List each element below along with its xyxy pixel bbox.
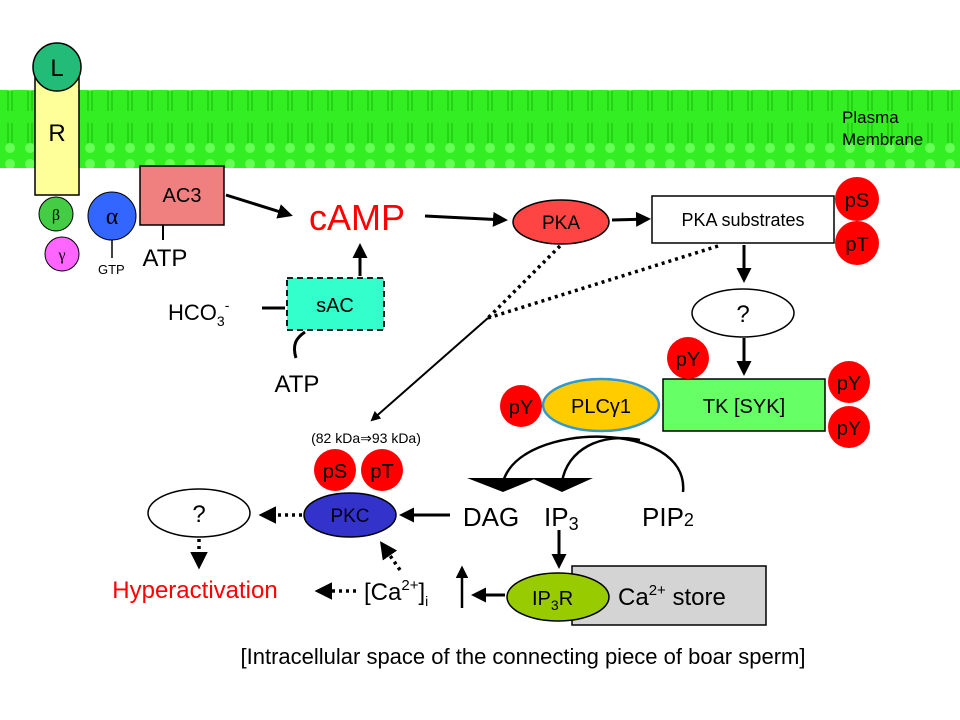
pkc-ellipse bbox=[303, 492, 397, 538]
atp-bottom-label: ATP bbox=[275, 371, 320, 398]
plc-py-label: pY bbox=[509, 397, 533, 419]
unknown-left-label: ? bbox=[192, 501, 205, 528]
pkc-ps-badge bbox=[314, 449, 356, 491]
pka-substrates-pt-badge bbox=[835, 221, 879, 265]
dag-label: DAG bbox=[463, 502, 519, 532]
ca-store-label: Ca2+ store bbox=[618, 582, 726, 611]
hyperactivation-label: Hyperactivation bbox=[112, 577, 277, 604]
arrow-junction-to-pkc bbox=[370, 317, 489, 422]
pka-substrates-ps-badge bbox=[835, 177, 879, 221]
plc-py-badge bbox=[500, 385, 542, 427]
tk-py-label-right1: pY bbox=[837, 373, 861, 395]
pka-substrates-ps-label: pS bbox=[845, 190, 869, 212]
tk-box bbox=[662, 378, 826, 432]
hco3-label: HCO3- bbox=[168, 297, 230, 329]
pkc-label: PKC bbox=[330, 506, 369, 527]
pka-ellipse bbox=[512, 199, 610, 245]
pip2-to-dag-curve bbox=[501, 435, 685, 493]
pka-substrates-label: PKA substrates bbox=[681, 210, 804, 230]
caption: [Intracellular space of the connecting p… bbox=[241, 644, 806, 669]
g-beta-label: β bbox=[52, 207, 60, 224]
g-gamma-circle bbox=[44, 236, 80, 272]
receptor-label: R bbox=[48, 120, 65, 147]
g-gamma-label: γ bbox=[57, 247, 65, 264]
gtp-label: GTP bbox=[98, 262, 125, 277]
arrow-ac3-to-camp bbox=[225, 193, 293, 219]
dotted-pka-to-junction bbox=[486, 244, 562, 320]
unknown-top-label: ? bbox=[736, 301, 749, 328]
arrow-camp-to-pka bbox=[424, 211, 508, 227]
arrow-pka-to-substrates bbox=[611, 211, 651, 227]
plc-label: PLCγ1 bbox=[571, 396, 631, 418]
pkc-pt-badge bbox=[361, 449, 403, 491]
g-beta-circle bbox=[38, 196, 74, 232]
pka-label: PKA bbox=[542, 213, 580, 234]
pkc-pt-label: pT bbox=[370, 461, 393, 483]
dotted-ca-to-pkc bbox=[380, 541, 402, 571]
g-alpha-label: α bbox=[106, 204, 119, 230]
tk-py-badge-right1 bbox=[828, 361, 870, 403]
membrane-label-line1: Plasma bbox=[842, 108, 899, 127]
plc-ellipse bbox=[541, 377, 661, 433]
unknown-top-ellipse bbox=[691, 288, 795, 338]
ip3-arrowhead bbox=[531, 478, 593, 492]
ligand-circle bbox=[32, 42, 82, 92]
ac3-box bbox=[139, 165, 225, 226]
tk-py-label-top: pY bbox=[676, 349, 700, 371]
tk-py-label-right2: pY bbox=[837, 418, 861, 440]
ip3-label: IP3 bbox=[544, 502, 579, 534]
receptor-box bbox=[34, 74, 80, 196]
membrane-label-line2: Membrane bbox=[842, 130, 923, 149]
camp-label: cAMP bbox=[309, 197, 405, 238]
pip2-to-ip3-curve bbox=[560, 436, 641, 483]
pka-substrates-pt-label: pT bbox=[845, 234, 868, 256]
tk-py-badge-right2 bbox=[828, 406, 870, 448]
pka-substrates-box bbox=[651, 195, 835, 244]
atp-top-label: ATP bbox=[143, 245, 188, 272]
dotted-substrates-to-junction bbox=[487, 244, 719, 320]
ligand-label: L bbox=[50, 55, 63, 82]
plasma-membrane bbox=[0, 90, 960, 168]
sac-box bbox=[286, 277, 385, 331]
ip3r-ellipse bbox=[506, 572, 610, 622]
sac-label: sAC bbox=[316, 295, 354, 317]
ca-i-label: [Ca2+]i bbox=[364, 577, 428, 609]
mass-shift-label: (82 kDa⇒93 kDa) bbox=[311, 430, 421, 446]
unknown-left-ellipse bbox=[147, 488, 251, 538]
tk-label: TK [SYK] bbox=[703, 396, 785, 418]
pip2-label: PIP2 bbox=[642, 502, 694, 532]
dag-arrowhead bbox=[467, 478, 537, 492]
ac3-label: AC3 bbox=[163, 185, 202, 207]
atp-to-sac-curve bbox=[292, 330, 306, 359]
tk-py-badge-top bbox=[667, 337, 709, 379]
pkc-ps-label: pS bbox=[323, 461, 347, 483]
ip3r-label: IP3R bbox=[532, 588, 573, 613]
